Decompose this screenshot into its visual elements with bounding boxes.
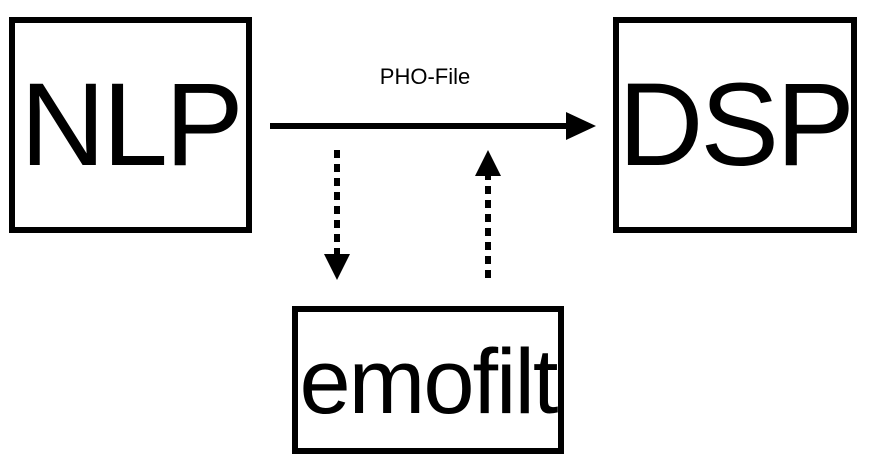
dsp-node: DSP xyxy=(613,17,857,233)
dsp-label: DSP xyxy=(618,59,855,191)
nlp-label: NLP xyxy=(20,59,244,191)
emofilt-label: emofilt xyxy=(299,331,559,433)
from-emofilt-dotted-arrow xyxy=(475,150,501,278)
nlp-node: NLP xyxy=(9,17,252,233)
emofilt-node: emofilt xyxy=(292,306,564,454)
pho-file-edge-label: PHO-File xyxy=(379,64,471,89)
nlp-to-dsp-arrow xyxy=(270,112,596,140)
to-emofilt-dotted-arrow xyxy=(324,150,350,280)
